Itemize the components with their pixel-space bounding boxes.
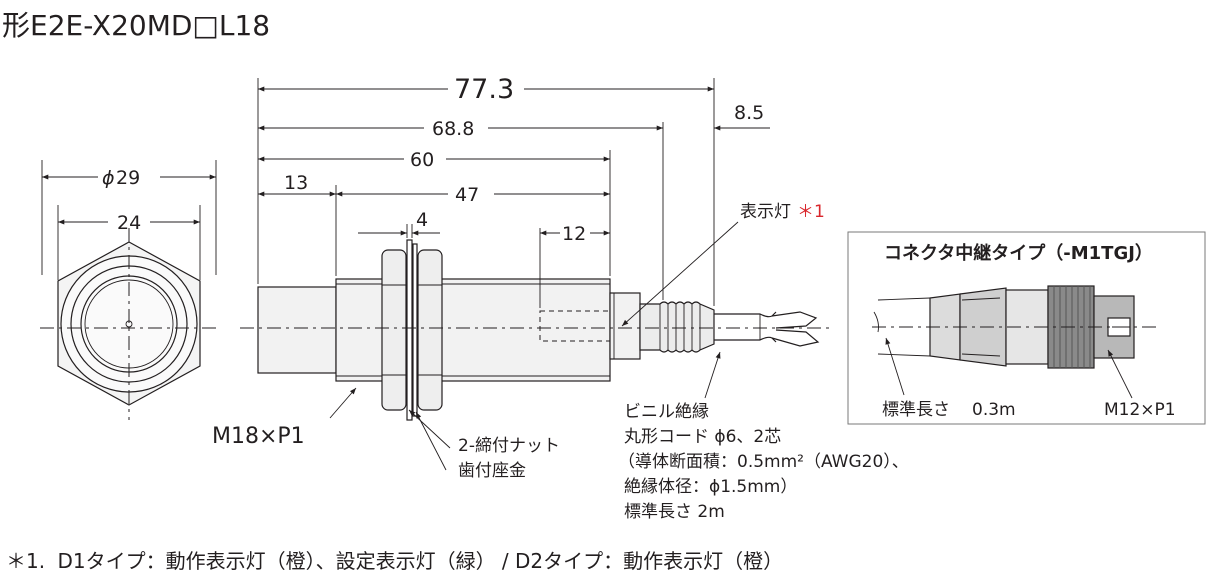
dim-phi-symbol: ϕ	[102, 167, 115, 189]
dim-to-indicator: 8.5	[734, 102, 764, 124]
nut-label-line1: 2-締付ナット	[458, 436, 560, 456]
dim-body-length: 60	[410, 149, 434, 171]
nut-rear	[417, 249, 443, 411]
footnote: ＊1. D1タイプ：動作表示灯（橙）、設定表示灯（緑） / D2タイプ：動作表示…	[6, 549, 783, 573]
inset-thread: M12×P1	[1104, 400, 1176, 420]
connector-inset: コネクタ中継タイプ（-M1TGJ） 標準長さ 0.3m M12	[847, 231, 1206, 425]
front-view: ϕ 29 24	[40, 160, 218, 420]
dim-nut-thickness: 4	[416, 209, 428, 231]
cable-line-5: 標準長さ 2m	[624, 502, 725, 522]
dim-thread-start: 13	[284, 172, 308, 194]
indicator-label: 表示灯＊1	[740, 202, 825, 222]
inset-length-label: 標準長さ	[882, 400, 950, 420]
thread-label: M18×P1	[212, 424, 305, 449]
inset-length-value: 0.3m	[972, 400, 1016, 420]
dim-to-cable-end: 68.8	[432, 118, 474, 140]
dim-overall: 77.3	[454, 74, 514, 105]
nut-label-line2: 歯付座金	[458, 461, 526, 481]
footnote-mark: ＊1.	[6, 549, 45, 573]
cable-line-3: （導体断面積：0.5mm²（AWG20）、	[618, 452, 909, 472]
dim-nut-across-corners: 29	[116, 167, 140, 189]
cable-spec: ビニル絶縁 丸形コード ϕ6、2芯 （導体断面積：0.5mm²（AWG20）、 …	[618, 402, 909, 522]
cable-line-4: 絶縁体径：ϕ1.5mm）	[624, 477, 797, 497]
inset-title: コネクタ中継タイプ（-M1TGJ）	[884, 242, 1153, 264]
dim-nut-across-flats: 24	[117, 212, 141, 234]
cable	[714, 311, 820, 347]
nut-front	[381, 249, 407, 411]
cable-strain-relief	[639, 301, 715, 353]
dim-indicator-length: 12	[562, 223, 586, 245]
footnote-text: D1タイプ：動作表示灯（橙）、設定表示灯（緑） / D2タイプ：動作表示灯（橙）	[57, 549, 783, 573]
knurl-lines	[1053, 286, 1091, 368]
cable-line-2: 丸形コード ϕ6、2芯	[624, 427, 781, 447]
side-view: 77.3 68.8 8.5 60 13 47 4 12	[240, 74, 830, 471]
dim-thread-length: 47	[455, 184, 479, 206]
drawing-title: 形E2E-X20MD□L18	[2, 9, 270, 42]
cable-line-1: ビニル絶縁	[624, 402, 709, 422]
